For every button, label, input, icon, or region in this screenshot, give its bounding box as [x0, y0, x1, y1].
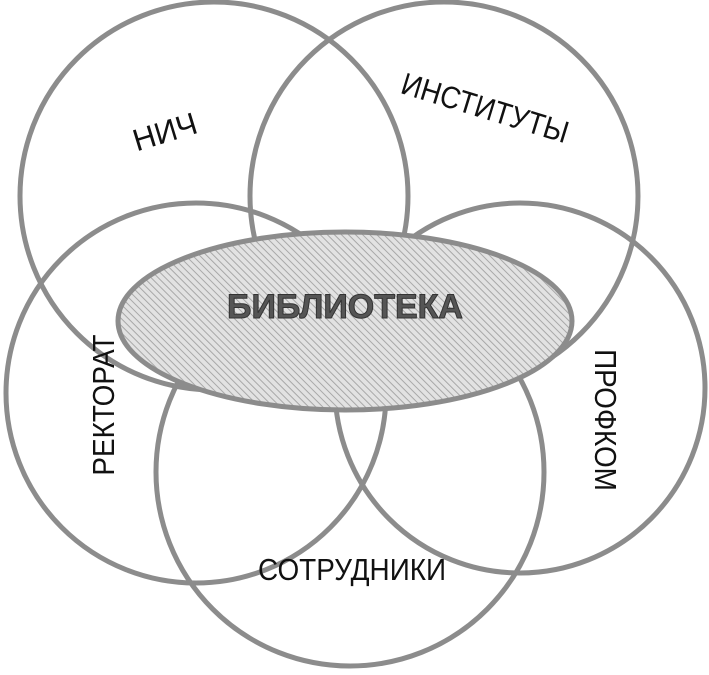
nich-label: НИЧ: [129, 106, 202, 159]
profcom-label: ПРОФКОМ: [588, 349, 623, 491]
library-ellipse: [115, 229, 575, 413]
staff-label: СОТРУДНИКИ: [258, 553, 446, 588]
institutes-label: ИНСТИТУТЫ: [397, 67, 573, 151]
library-label: БИБЛИОТЕКА: [227, 288, 463, 326]
rectorate-label: РЕКТОРАТ: [87, 334, 122, 475]
